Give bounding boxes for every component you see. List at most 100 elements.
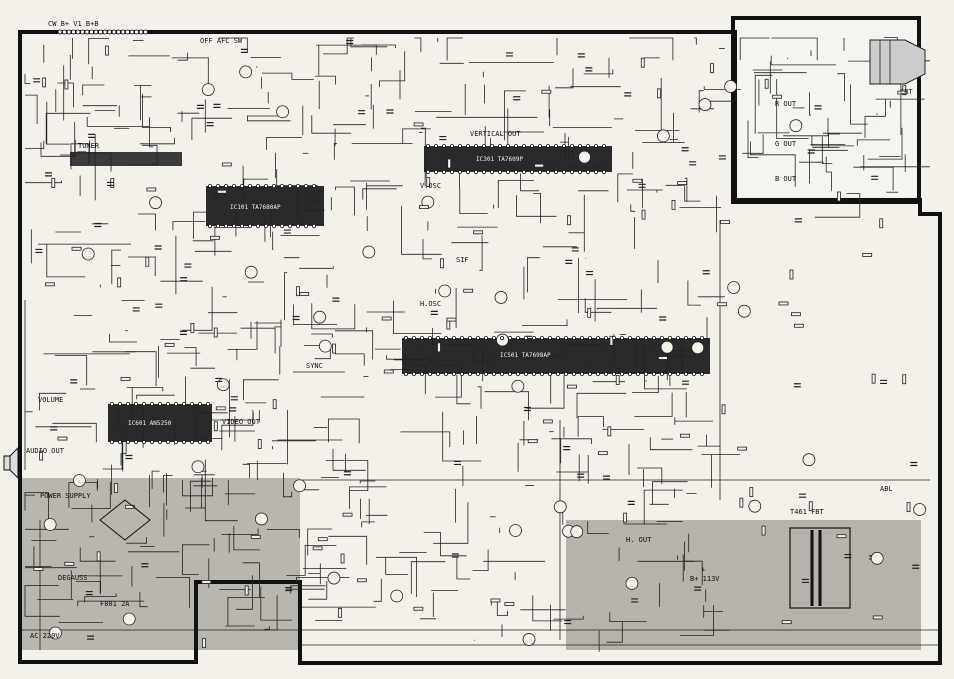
wire-trace xyxy=(442,411,482,462)
wire-trace xyxy=(867,127,903,160)
capacitor xyxy=(577,473,585,478)
wire-trace xyxy=(644,343,687,390)
transistor xyxy=(737,304,751,318)
resistor xyxy=(33,567,44,571)
wire-trace xyxy=(750,141,796,187)
ic-pin xyxy=(596,335,601,340)
ic-pin xyxy=(564,371,569,376)
ic-pin xyxy=(483,371,488,376)
wire-trace xyxy=(497,180,534,209)
wire-trace xyxy=(221,409,254,451)
wire-trace xyxy=(193,211,209,239)
connector-pin xyxy=(98,29,103,35)
capacitor xyxy=(215,377,223,383)
ic-pin xyxy=(157,439,162,444)
wire-trace xyxy=(697,434,721,447)
transistor xyxy=(73,474,86,487)
label-b-out: B OUT xyxy=(775,175,797,183)
wire-trace xyxy=(316,44,377,55)
resistor xyxy=(299,292,310,296)
capacitor xyxy=(638,183,646,188)
label-fbt: T461 FBT xyxy=(790,508,824,516)
resistor xyxy=(64,79,69,90)
label-power-supply: POWER SUPPLY xyxy=(40,492,91,500)
wire-trace xyxy=(522,319,568,326)
wire-trace xyxy=(629,37,674,61)
ic-pin xyxy=(271,183,276,188)
wire-trace xyxy=(137,213,156,231)
capacitor xyxy=(793,383,801,388)
ic-pin xyxy=(564,335,569,340)
ic-pin xyxy=(207,223,212,228)
transistor xyxy=(122,612,136,626)
wire-trace xyxy=(385,557,408,575)
capacitor xyxy=(332,297,340,302)
wire-trace xyxy=(156,577,190,608)
resistor xyxy=(490,598,501,603)
capacitor xyxy=(35,248,43,254)
wire-trace xyxy=(335,353,365,366)
capacitor xyxy=(912,564,920,569)
capacitor xyxy=(585,270,593,276)
resistor xyxy=(217,189,227,194)
wire-trace xyxy=(776,79,809,139)
wire-trace xyxy=(102,436,123,470)
ic-pin xyxy=(497,143,502,148)
resistor xyxy=(862,253,873,257)
ic-pin xyxy=(181,401,186,406)
wire-trace xyxy=(71,152,112,172)
ic-pin xyxy=(538,143,543,148)
resistor xyxy=(872,615,883,620)
wire-trace xyxy=(853,166,894,191)
ic-pin xyxy=(467,335,472,340)
connector-pin xyxy=(116,29,121,35)
capacitor xyxy=(70,379,78,384)
wire-trace xyxy=(423,532,467,557)
ic-pin xyxy=(287,223,292,228)
wire-trace xyxy=(456,557,471,580)
ic-pin xyxy=(676,371,681,376)
resistor xyxy=(413,606,424,611)
label-h-osc: H.OSC xyxy=(420,300,442,308)
wire-trace xyxy=(286,545,337,576)
ic-pin xyxy=(443,335,448,340)
wire-trace xyxy=(680,605,714,636)
wire-trace xyxy=(556,455,589,484)
capacitor xyxy=(229,407,237,412)
ic-pin xyxy=(133,401,138,406)
ic-pin xyxy=(554,169,559,174)
transistor xyxy=(216,378,230,392)
wire-trace xyxy=(433,502,469,544)
capacitor xyxy=(513,96,521,101)
ic-pin xyxy=(489,169,494,174)
resistor xyxy=(447,158,452,169)
ic-pin xyxy=(612,335,617,340)
crt-board-outline xyxy=(731,16,921,204)
resistor xyxy=(837,191,841,202)
ic-pin xyxy=(133,439,138,444)
ic-pin xyxy=(562,143,567,148)
resistor xyxy=(504,602,515,606)
wire-trace xyxy=(70,143,90,170)
ic-pin xyxy=(507,335,512,340)
wire-trace xyxy=(684,182,701,202)
ic-pin xyxy=(546,143,551,148)
label-volume: VOLUME xyxy=(38,396,64,404)
wire-trace xyxy=(311,115,352,134)
capacitor xyxy=(565,259,573,264)
wire-trace xyxy=(783,117,829,137)
capacitor xyxy=(910,461,918,467)
resistor xyxy=(440,258,444,269)
resistor xyxy=(597,451,608,456)
wire-trace xyxy=(328,418,360,444)
ic-block-chroma xyxy=(402,338,710,374)
wire-trace xyxy=(532,595,562,622)
transistor xyxy=(191,460,205,474)
wire-trace xyxy=(256,460,259,480)
wire-trace xyxy=(414,37,422,53)
ic-block-audio xyxy=(108,404,212,442)
transistor xyxy=(570,525,584,539)
ic-pin xyxy=(126,439,131,444)
ic-pin xyxy=(548,371,553,376)
